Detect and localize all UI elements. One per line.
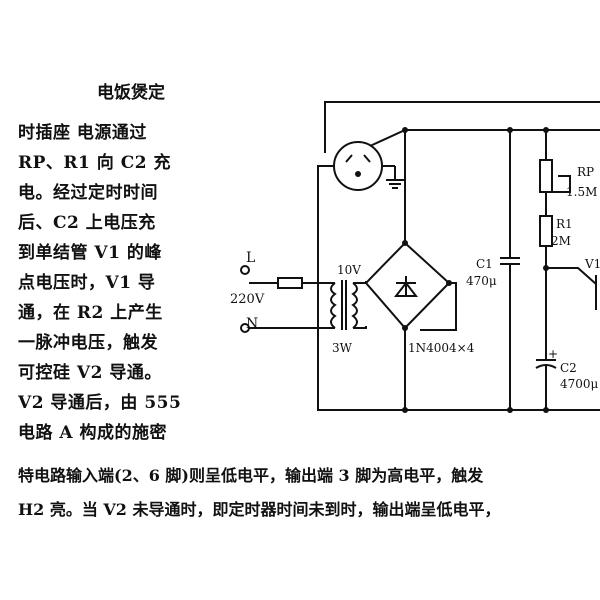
wire-socket-left <box>317 165 600 411</box>
label-v1: V1 <box>584 257 600 271</box>
transformer <box>330 280 358 330</box>
text-line: 通，在 R2 上产生 <box>18 303 163 323</box>
text-line: 到单结管 V1 的峰 <box>18 243 162 263</box>
fuse <box>277 277 303 289</box>
label-bridge: 1N4004×4 <box>408 341 475 355</box>
wire-top <box>324 101 600 153</box>
label-plus: + <box>548 347 558 361</box>
label-rp: RP <box>577 165 594 179</box>
terminal-L <box>240 265 250 275</box>
capacitor-c2 <box>535 359 557 410</box>
bridge-rectifier <box>364 240 452 331</box>
text-line: V2 导通后，由 555 <box>18 393 182 413</box>
text-line: 时插座 电源通过 <box>18 123 147 143</box>
capacitor-c1 <box>500 130 520 410</box>
label-c1-value: 470μ <box>466 274 497 288</box>
label-c2: C2 <box>560 361 577 375</box>
text-line: 一脉冲电压，触发 <box>18 333 158 353</box>
label-3w: 3W <box>332 341 353 355</box>
text-line: RP、R1 向 C2 充 <box>18 153 171 173</box>
text-line: 后、C2 上电压充 <box>18 213 156 233</box>
text-line-full: H2 亮。当 V2 未导通时，即定时器时间未到时，输出端呈低电平， <box>18 500 501 519</box>
label-220v: 220V <box>230 292 265 307</box>
label-r1: R1 <box>556 217 573 231</box>
label-c2-value: 4700μ <box>560 377 599 391</box>
text-line: 可控硅 V2 导通。 <box>18 363 162 383</box>
label-10v: 10V <box>337 263 361 277</box>
socket-icon <box>333 141 404 191</box>
text-line: 电。经过定时时间 <box>18 183 158 203</box>
article-title: 电饭煲定 <box>97 83 165 103</box>
label-rp-value: 1.5M <box>566 185 597 199</box>
label-c1: C1 <box>476 257 493 271</box>
label-L: L <box>246 250 255 266</box>
text-line-full: 特电路输入端(2、6 脚)则呈低电平，输出端 3 脚为高电平，触发 <box>18 466 484 485</box>
resistor-rp <box>539 159 553 193</box>
text-line: 点电压时，V1 导 <box>18 273 156 293</box>
label-N: N <box>246 316 258 332</box>
text-line: 电路 A 构成的施密 <box>18 423 168 443</box>
label-r1-value: 2M <box>551 234 571 248</box>
